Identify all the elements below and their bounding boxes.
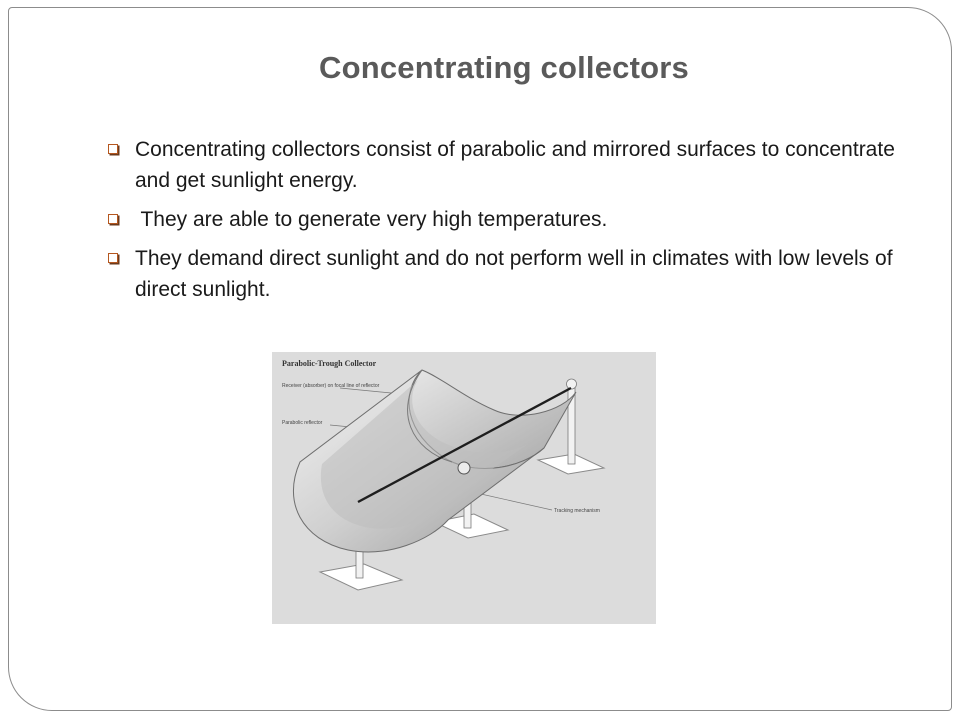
receiver-tube xyxy=(357,386,572,504)
parabolic-trough-illustration: Parabolic-Trough Collector Receiver (abs… xyxy=(282,359,606,591)
bullet-text: Concentrating collectors consist of para… xyxy=(135,138,895,192)
bullet-item: They are able to generate very high temp… xyxy=(106,204,906,235)
figure-caption: Parabolic-Trough Collector xyxy=(282,359,377,368)
square-bullet-icon xyxy=(108,144,118,154)
bullet-text: They are able to generate very high temp… xyxy=(135,208,608,231)
slide-title: Concentrating collectors xyxy=(319,50,689,85)
bullet-text: They demand direct sunlight and do not p… xyxy=(135,247,893,301)
parabolic-trough-figure: Parabolic-Trough Collector Receiver (abs… xyxy=(272,352,656,624)
leader-line xyxy=(471,491,553,511)
figure-label-reflector: Parabolic reflector xyxy=(282,420,323,426)
square-bullet-icon xyxy=(108,214,118,224)
tracking-mechanism xyxy=(457,461,471,475)
figure-label-receiver: Receiver (absorber) on focal line of ref… xyxy=(282,383,380,389)
square-bullet-icon xyxy=(108,253,118,263)
bullet-item: They demand direct sunlight and do not p… xyxy=(106,243,906,305)
reflector-shading xyxy=(320,380,528,529)
post-cap xyxy=(566,378,577,390)
segment-divider xyxy=(407,369,453,463)
figure-label-tracking: Tracking mechanism xyxy=(554,508,600,514)
bullet-item: Concentrating collectors consist of para… xyxy=(106,134,906,196)
bullet-list: Concentrating collectors consist of para… xyxy=(106,134,906,313)
